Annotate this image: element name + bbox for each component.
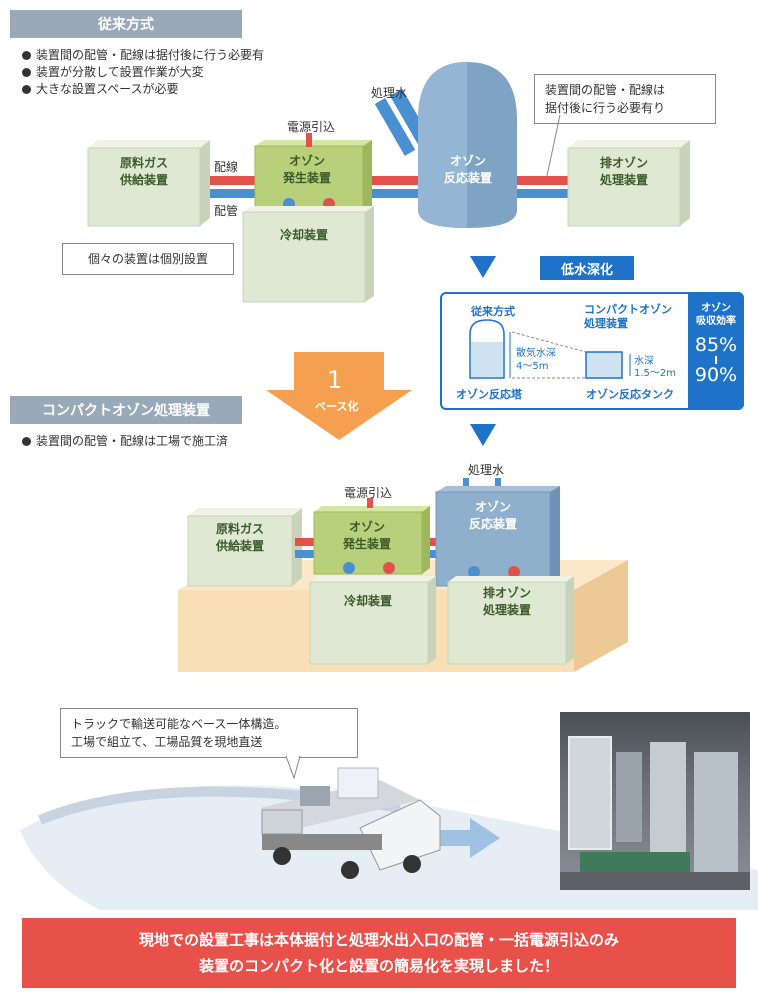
conventional-callout-top: 装置間の配管・配線は 据付後に行う必要有り bbox=[534, 74, 716, 124]
depth-conv-label: 従来方式 bbox=[471, 305, 515, 318]
conventional-callout-bottom: 個々の装置は個別設置 bbox=[62, 243, 234, 275]
range-bar bbox=[715, 356, 717, 364]
callout-line: 据付後に行う必要有り bbox=[545, 101, 666, 115]
banner-line: 現地での設置工事は本体据付と処理水出入口の配管・一括電源引込のみ bbox=[138, 931, 619, 949]
efficiency-panel: オゾン 吸収効率 85% 90% bbox=[688, 292, 744, 410]
bullet-item: 装置間の配管・配線は工場で施工済 bbox=[22, 433, 228, 450]
callout-line: 工場で組立て、工場品質を現地直送 bbox=[71, 735, 263, 749]
compact-diagram bbox=[178, 478, 628, 672]
callout-line: 装置間の配管・配線は bbox=[545, 83, 666, 97]
banner-line: 装置のコンパクト化と設置の簡易化を実現しました！ bbox=[198, 957, 559, 975]
callout-pointer bbox=[286, 756, 301, 780]
movement-arrow-icon bbox=[430, 818, 500, 858]
factory-photo bbox=[560, 712, 750, 890]
ozone-gen-label: オゾン発生装置 bbox=[283, 154, 332, 185]
reaction-tank-icon bbox=[585, 351, 623, 379]
conventional-diagram bbox=[87, 62, 690, 303]
depth-compact-label: コンパクトオゾン処理装置 bbox=[584, 303, 672, 330]
bullet-dot-icon bbox=[22, 51, 31, 60]
base-arrow-icon bbox=[266, 352, 412, 440]
bullet-item: 大きな設置スペースが必要 bbox=[22, 81, 264, 98]
raw-gas-label: 原料ガス供給装置 bbox=[120, 156, 169, 187]
ozone-generator-box bbox=[254, 145, 364, 213]
truck-cab-icon bbox=[359, 799, 441, 871]
compact-power-label: 電源引込 bbox=[344, 486, 393, 500]
bullet-dot-icon bbox=[22, 437, 31, 446]
bullet-dot-icon bbox=[22, 68, 31, 77]
exhaust-label: 排オゾン処理装置 bbox=[600, 156, 649, 187]
compact-raw-gas-label: 原料ガス供給装置 bbox=[216, 522, 265, 553]
exhaust-box bbox=[567, 147, 681, 227]
power-label: 電源引込 bbox=[287, 120, 336, 134]
compact-exhaust-label: 排オゾン処理装置 bbox=[483, 586, 532, 617]
base-label: ベース化 bbox=[315, 400, 359, 413]
reactor-label: オゾン反応装置 bbox=[444, 154, 493, 185]
depth-title: 低水深化 bbox=[540, 256, 634, 280]
down-arrow-icon bbox=[470, 256, 496, 278]
raw-gas-box bbox=[87, 147, 201, 227]
base-number: 1 bbox=[327, 366, 343, 394]
treated-water-label: 処理水 bbox=[371, 86, 408, 100]
bullet-item: 装置間の配管・配線は据付後に行う必要有 bbox=[22, 47, 264, 64]
bullet-item: 装置が分散して設置作業が大変 bbox=[22, 64, 264, 81]
compact-treated-water-label: 処理水 bbox=[468, 463, 505, 477]
piping-label: 配管 bbox=[214, 204, 239, 218]
conventional-title: 従来方式 bbox=[10, 10, 242, 38]
conventional-bullets: 装置間の配管・配線は据付後に行う必要有 装置が分散して設置作業が大変 大きな設置… bbox=[22, 47, 264, 98]
callout-line: トラックで輸送可能なベース一体構造。 bbox=[71, 717, 287, 731]
efficiency-title-line: 吸収効率 bbox=[696, 316, 736, 327]
efficiency-title-line: オゾン bbox=[701, 303, 731, 314]
bullet-dot-icon bbox=[22, 85, 31, 94]
depth-compact-tank: オゾン反応タンク bbox=[586, 388, 674, 401]
compact-ozone-gen-label: オゾン発生装置 bbox=[343, 520, 392, 551]
piping-pipe bbox=[198, 189, 264, 198]
wiring-pipe bbox=[198, 176, 264, 185]
efficiency-high: 90% bbox=[694, 364, 738, 386]
truck-callout: トラックで輸送可能なベース一体構造。 工場で組立て、工場品質を現地直送 bbox=[60, 708, 358, 758]
compact-cooling-label: 冷却装置 bbox=[344, 594, 393, 608]
depth-diagram bbox=[469, 319, 631, 379]
wiring-label: 配線 bbox=[214, 160, 239, 174]
cooling-label: 冷却装置 bbox=[280, 228, 329, 242]
cooling-box bbox=[242, 211, 366, 303]
compact-bullets: 装置間の配管・配線は工場で施工済 bbox=[22, 433, 228, 450]
efficiency-low: 85% bbox=[694, 334, 738, 356]
compact-reactor-label: オゾン反応装置 bbox=[469, 500, 518, 531]
depth-conv-tower: オゾン反応塔 bbox=[456, 388, 522, 401]
summary-banner: 現地での設置工事は本体据付と処理水出入口の配管・一括電源引込のみ 装置のコンパク… bbox=[22, 918, 736, 988]
second-down-arrow-icon bbox=[470, 424, 496, 446]
compact-title: コンパクトオゾン処理装置 bbox=[10, 396, 242, 424]
